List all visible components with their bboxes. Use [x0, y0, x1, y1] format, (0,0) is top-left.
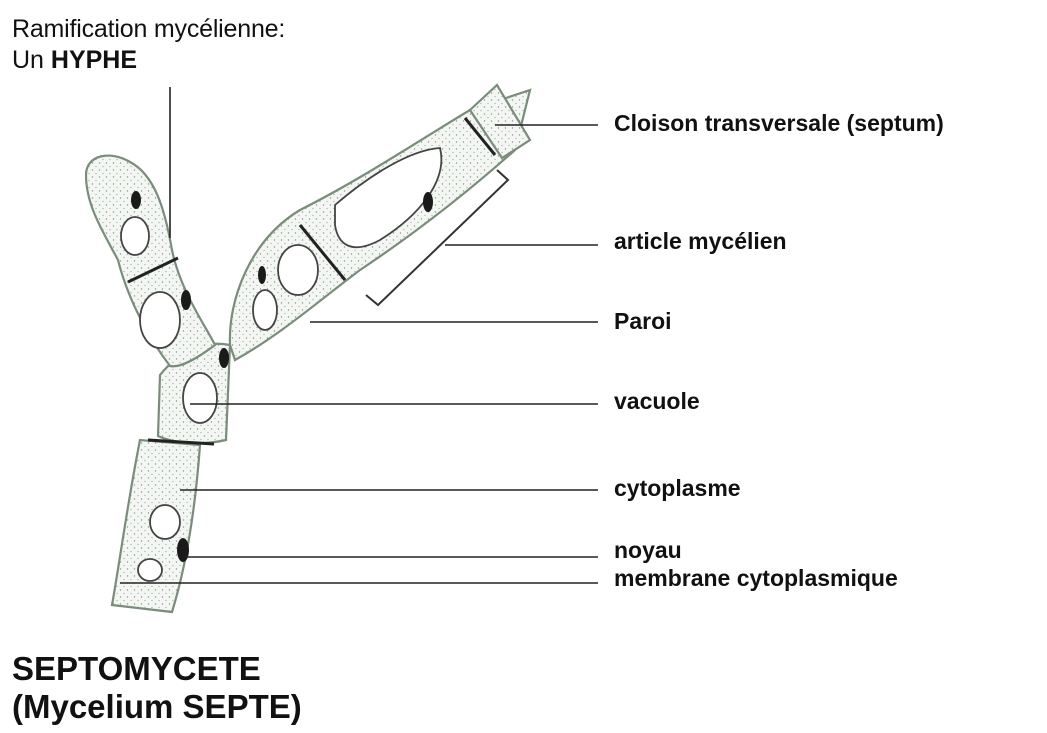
label-septum: Cloison transversale (septum): [614, 110, 944, 137]
vacuole-shape: [183, 373, 217, 423]
vacuole-shape: [121, 217, 149, 255]
nucleus-shape: [181, 290, 191, 310]
nucleus-shape: [177, 538, 189, 562]
label-noyau: noyau: [614, 537, 682, 564]
vacuole-shape: [150, 505, 180, 539]
label-paroi: Paroi: [614, 308, 672, 335]
footer-line-mycelium: (Mycelium SEPTE): [12, 688, 302, 726]
label-vacuole: vacuole: [614, 388, 700, 415]
diagram-footer: SEPTOMYCETE (Mycelium SEPTE): [12, 650, 302, 726]
label-cytoplasme: cytoplasme: [614, 475, 741, 502]
vacuole-shape: [140, 292, 180, 348]
nucleus-shape: [131, 191, 141, 209]
footer-line-septomycete: SEPTOMYCETE: [12, 650, 302, 688]
nucleus-shape: [219, 348, 229, 368]
vacuole-shape: [138, 559, 162, 581]
nucleus-shape: [423, 192, 433, 212]
label-article: article mycélien: [614, 228, 787, 255]
nucleus-shape: [258, 266, 266, 284]
vacuole-shape: [253, 290, 277, 330]
vacuole-shape: [278, 245, 318, 295]
label-membrane: membrane cytoplasmique: [614, 565, 898, 592]
